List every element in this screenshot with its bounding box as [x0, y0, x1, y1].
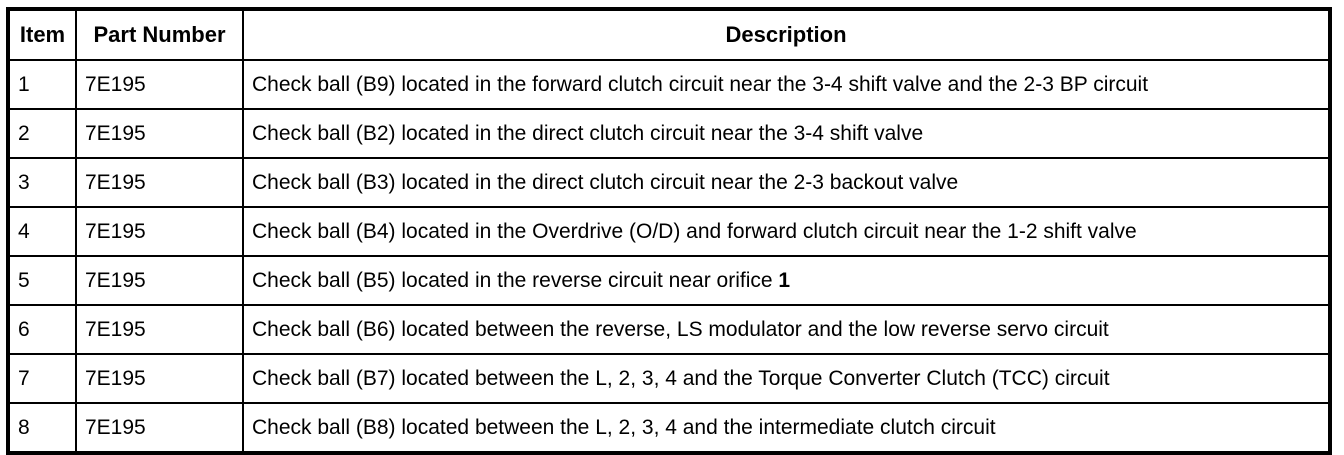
cell-part-number: 7E195 [75, 108, 244, 159]
check-ball-parts-table: Item Part Number Description 1 7E195 Che… [6, 7, 1332, 455]
table-row: 5 7E195 Check ball (B5) located in the r… [7, 255, 1331, 306]
cell-part-number: 7E195 [75, 353, 244, 404]
table-row: 3 7E195 Check ball (B3) located in the d… [7, 157, 1331, 208]
cell-description: Check ball (B9) located in the forward c… [242, 59, 1331, 110]
cell-description: Check ball (B7) located between the L, 2… [242, 353, 1331, 404]
table-row: 6 7E195 Check ball (B6) located between … [7, 304, 1331, 355]
cell-item: 6 [7, 304, 77, 355]
parts-table-container: Item Part Number Description 1 7E195 Che… [6, 7, 1332, 455]
cell-description: Check ball (B4) located in the Overdrive… [242, 206, 1331, 257]
column-header-part-number: Part Number [75, 8, 244, 61]
cell-item: 4 [7, 206, 77, 257]
page-root: Item Part Number Description 1 7E195 Che… [6, 7, 1332, 455]
table-header: Item Part Number Description [7, 8, 1331, 61]
cell-description: Check ball (B6) located between the reve… [242, 304, 1331, 355]
cell-description: Check ball (B8) located between the L, 2… [242, 402, 1331, 454]
cell-part-number: 7E195 [75, 206, 244, 257]
column-header-item: Item [7, 8, 77, 61]
table-body: 1 7E195 Check ball (B9) located in the f… [7, 59, 1331, 454]
description-text: Check ball (B5) located in the reverse c… [252, 268, 779, 292]
cell-item: 7 [7, 353, 77, 404]
cell-item: 1 [7, 59, 77, 110]
table-header-row: Item Part Number Description [7, 8, 1331, 61]
cell-part-number: 7E195 [75, 157, 244, 208]
cell-item: 2 [7, 108, 77, 159]
cell-part-number: 7E195 [75, 255, 244, 306]
cell-part-number: 7E195 [75, 304, 244, 355]
column-header-description: Description [242, 8, 1331, 61]
table-row: 4 7E195 Check ball (B4) located in the O… [7, 206, 1331, 257]
description-emphasis: 1 [778, 268, 791, 292]
table-row: 8 7E195 Check ball (B8) located between … [7, 402, 1331, 454]
cell-item: 5 [7, 255, 77, 306]
cell-part-number: 7E195 [75, 59, 244, 110]
cell-item: 8 [7, 402, 77, 454]
table-row: 2 7E195 Check ball (B2) located in the d… [7, 108, 1331, 159]
cell-description: Check ball (B5) located in the reverse c… [242, 255, 1331, 306]
table-row: 1 7E195 Check ball (B9) located in the f… [7, 59, 1331, 110]
cell-description: Check ball (B2) located in the direct cl… [242, 108, 1331, 159]
cell-description: Check ball (B3) located in the direct cl… [242, 157, 1331, 208]
cell-item: 3 [7, 157, 77, 208]
cell-part-number: 7E195 [75, 402, 244, 454]
table-row: 7 7E195 Check ball (B7) located between … [7, 353, 1331, 404]
